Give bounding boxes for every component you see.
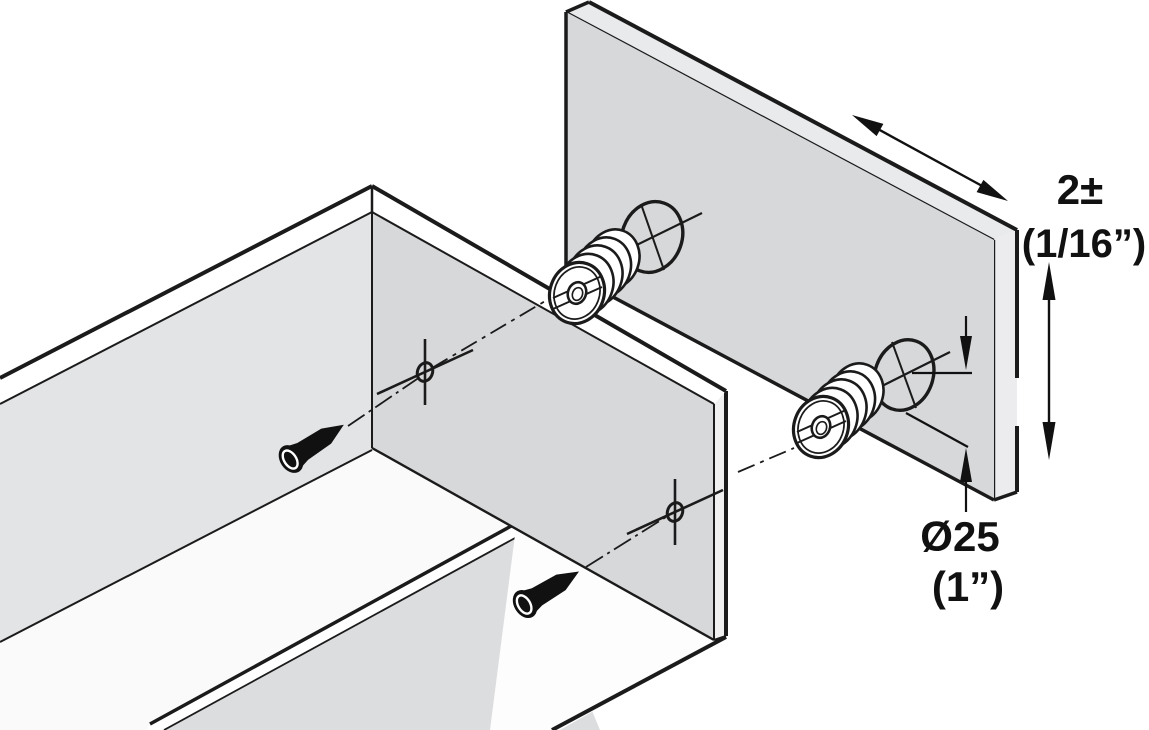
connector-dowel-2: [791, 362, 885, 460]
length-arrow: [852, 115, 1008, 201]
pilot-mark-1: [376, 339, 474, 405]
box-front-face: [150, 527, 600, 730]
connector-dowel-1: [547, 228, 641, 326]
diameter-unit-label: (1”): [932, 563, 1004, 610]
box-front-rim: [147, 523, 527, 730]
side-panel: [564, 0, 1019, 502]
tolerance-label: 2±: [1057, 166, 1103, 213]
box-inner-back-face: [0, 210, 372, 642]
screw-1: [278, 424, 344, 473]
center-line-upper: [431, 296, 553, 369]
diameter-arrow-top: [912, 316, 972, 375]
thickness-arrow: [1042, 262, 1056, 460]
box-floor: [0, 450, 516, 730]
screw-2: [512, 571, 580, 619]
pilot-mark-2: [626, 479, 724, 545]
tolerance-unit-label: (1/16”): [1022, 222, 1147, 266]
box-bottom-silhouette: [551, 635, 727, 730]
center-lines: [347, 296, 795, 568]
diameter-label: Ø25: [920, 513, 999, 560]
box-back-rim: [0, 184, 373, 405]
panel-right-edge: [994, 230, 1017, 500]
center-line-lower: [737, 447, 795, 473]
screw2-center-line: [585, 516, 667, 568]
box-end-edge-strip: [714, 391, 726, 640]
screw1-center-line: [347, 376, 421, 427]
panel-top-edge: [566, 2, 1017, 240]
diameter-arrow-bottom: [905, 412, 972, 512]
